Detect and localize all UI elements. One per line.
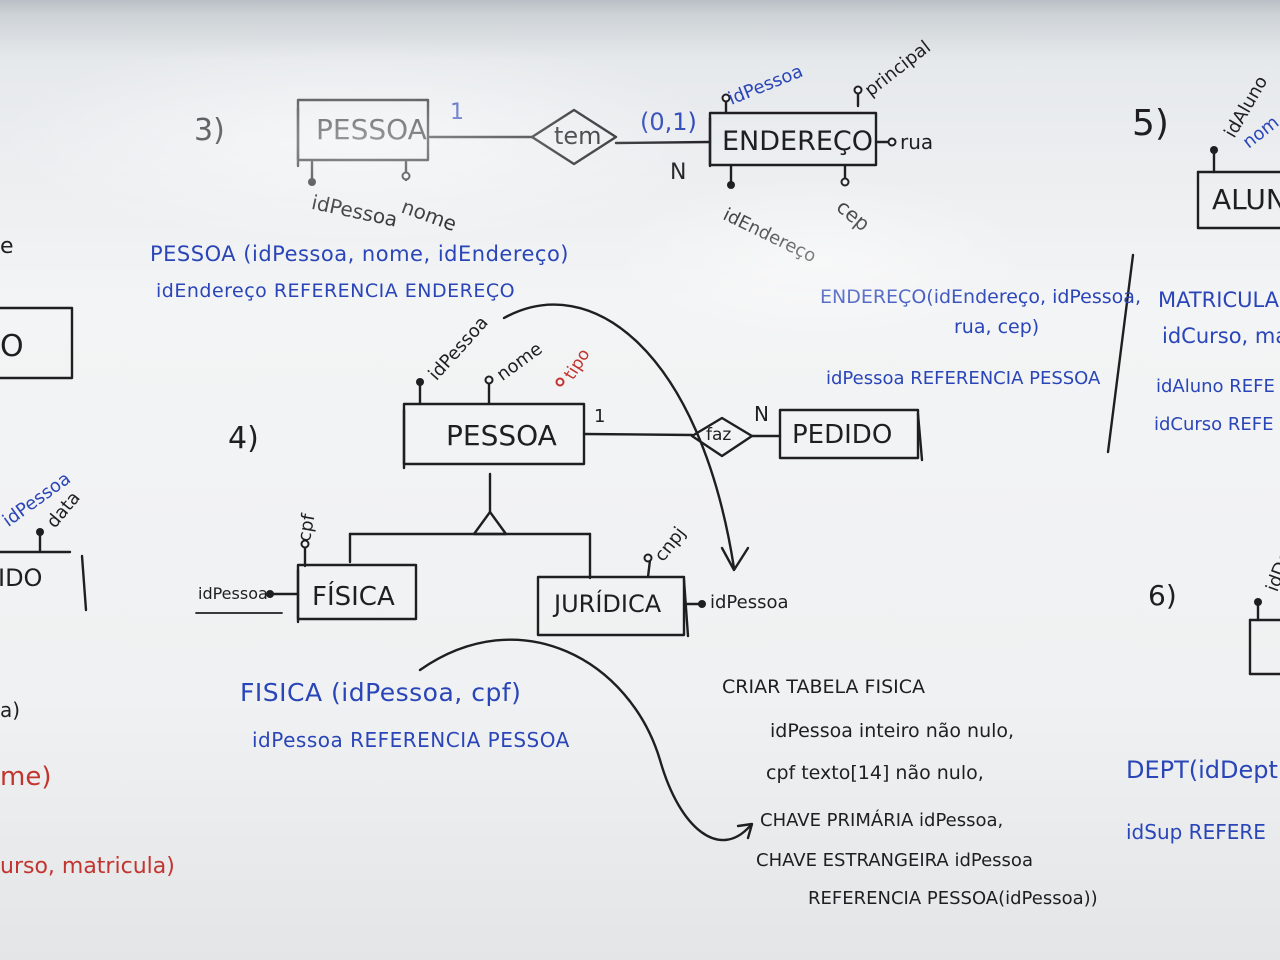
e4-juridica-box bbox=[536, 575, 686, 637]
e5-relational-line1: MATRICULA bbox=[1158, 288, 1280, 312]
e4-card-1: 1 bbox=[594, 406, 606, 427]
e4-line-pessoa-faz bbox=[582, 432, 694, 437]
e4-isa-triangle bbox=[472, 510, 508, 536]
e3-card-1: 1 bbox=[450, 100, 464, 125]
left-fragment-b: me) bbox=[0, 762, 52, 792]
section-divider bbox=[1106, 253, 1135, 454]
e3-tem-label: tem bbox=[554, 122, 602, 150]
sql-line-1: CRIAR TABELA FISICA bbox=[722, 676, 925, 698]
e5-reference-line1: idAluno REFE bbox=[1156, 376, 1275, 397]
e4-pedido-box bbox=[778, 408, 920, 460]
e5-reference-line2: idCurso REFE bbox=[1154, 414, 1274, 435]
e4-pedido-label: PEDIDO bbox=[792, 420, 893, 450]
sql-line-5: CHAVE ESTRANGEIRA idPessoa bbox=[756, 850, 1033, 871]
e4-reference-fisica: idPessoa REFERENCIA PESSOA bbox=[252, 728, 570, 752]
e5-relational-line2: idCurso, ma bbox=[1162, 324, 1280, 348]
e4-curved-arrow bbox=[502, 303, 736, 570]
e4-fisica-label: FÍSICA bbox=[312, 582, 395, 612]
e4-attr-cpf: cpf bbox=[294, 512, 320, 544]
exercise-number-6: 6) bbox=[1148, 579, 1177, 612]
e3-reference-endereco: idPessoa REFERENCIA PESSOA bbox=[826, 368, 1101, 389]
e6-reference: idSup REFERE bbox=[1126, 820, 1266, 844]
e4-juridica-label: JURÍDICA bbox=[554, 590, 662, 618]
left-box-label: O bbox=[0, 329, 24, 364]
e3-relational-pessoa: PESSOA (idPessoa, nome, idEndereço) bbox=[150, 242, 569, 266]
e3-card-01: (0,1) bbox=[640, 108, 697, 136]
left-fragment-d: e bbox=[0, 234, 14, 259]
e4-attr-idpessoa-fisica: idPessoa bbox=[198, 584, 268, 603]
e3-card-n: N bbox=[670, 160, 687, 185]
e3-endereco-label: ENDEREÇO bbox=[722, 126, 874, 157]
e3-line-tem-endereco bbox=[614, 140, 712, 145]
e4-relational-fisica: FISICA (idPessoa, cpf) bbox=[240, 678, 522, 707]
e4-attr-idpessoa-juridica: idPessoa bbox=[710, 592, 789, 613]
e3-relational-endereco-line1: ENDEREÇO(idEndereço, idPessoa, bbox=[820, 286, 1141, 308]
left-box-1 bbox=[0, 306, 74, 380]
e3-attr-rua: rua bbox=[900, 130, 934, 154]
left-pedido-label: IDO bbox=[0, 564, 43, 592]
e6-relational: DEPT(idDept bbox=[1126, 756, 1278, 784]
sql-line-6: REFERENCIA PESSOA(idPessoa)) bbox=[808, 888, 1098, 909]
e4-pessoa-label: PESSOA bbox=[446, 419, 557, 452]
e3-tem-diamond bbox=[530, 108, 618, 166]
exercise-number-3: 3) bbox=[194, 113, 225, 148]
e3-reference-pessoa: idEndereço REFERENCIA ENDEREÇO bbox=[156, 280, 516, 302]
e4-card-n: N bbox=[754, 402, 769, 426]
sql-line-4: CHAVE PRIMÁRIA idPessoa, bbox=[760, 810, 1004, 831]
e5-aluno-label: ALUN bbox=[1212, 183, 1280, 216]
sql-line-3: cpf texto[14] não nulo, bbox=[766, 762, 984, 784]
e3-relational-endereco-line2: rua, cep) bbox=[954, 316, 1040, 338]
e3-pessoa-label: PESSOA bbox=[316, 113, 427, 146]
left-fragment-c: urso, matricula) bbox=[0, 854, 175, 879]
e4-faz-label: faz bbox=[706, 425, 732, 445]
sql-curved-arrow bbox=[418, 638, 752, 842]
exercise-number-5: 5) bbox=[1132, 103, 1169, 144]
left-fragment-a: a) bbox=[0, 698, 21, 722]
exercise-number-4: 4) bbox=[228, 421, 259, 456]
sql-line-2: idPessoa inteiro não nulo, bbox=[770, 720, 1015, 742]
